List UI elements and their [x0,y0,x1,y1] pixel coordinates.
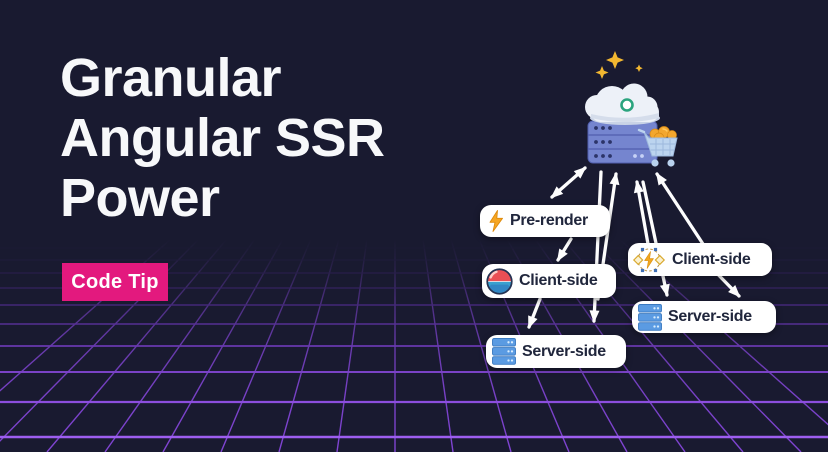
code-tip-label: Code Tip [71,270,159,293]
arrow-client-left-to-server-left [527,297,542,329]
node-label: Client-side [519,272,598,289]
node-label: Server-side [522,342,606,360]
title-line-1: Granular [60,48,282,108]
title-line-3: Power [60,168,220,228]
node-label: Client-side [672,250,751,268]
ring-icon [620,98,634,112]
node-client-side-right: Client-side [628,243,772,276]
node-server-side-right: Server-side [632,301,776,333]
node-server-side-left: Server-side [486,335,626,368]
node-pre-render: Pre-render [480,205,610,237]
server-tower-icon [587,120,658,164]
code-tip-badge: Code Tip [62,263,168,301]
server-stack-icon [492,338,516,365]
lightning-bolt-icon [489,210,503,232]
circuit-lightning-icon [632,247,666,272]
arrow-client-right-to-server-up-2 [655,172,705,246]
cloud-server-illustration [585,51,678,167]
sphere-globe-icon [486,267,513,295]
sparkles-icon [595,51,643,79]
page-title: Granular Angular SSR Power [60,48,385,228]
server-stack-icon [638,303,662,331]
title-line-2: Angular SSR [60,108,385,168]
cloud-icon [585,83,660,125]
arrow-prerender-to-client-left [556,237,573,262]
node-client-side-left: Client-side [482,264,616,298]
node-label: Server-side [668,308,752,325]
node-label: Pre-render [510,212,588,229]
